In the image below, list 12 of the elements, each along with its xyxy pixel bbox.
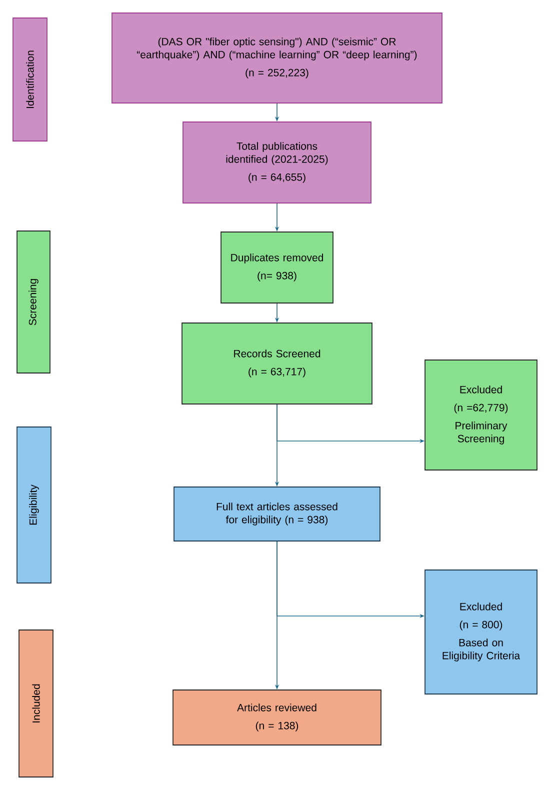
stage-band: Included (18, 630, 54, 778)
process-box: Records Screened (n = 63,717) (182, 322, 372, 404)
process-box: (DAS OR "fiber optic sensing") AND (“seismic” OR “earthquake”) AND (“machine learning” OR “deep learning”) (n = 252,223) (112, 12, 442, 104)
process-box: Duplicates removed (n= 938) (220, 232, 334, 304)
process-box: Total publications identified (2021-2025) (n = 64,655) (182, 122, 372, 204)
stage-band: Screening (16, 230, 50, 374)
process-box: Articles reviewed (n = 138) (172, 690, 382, 746)
exclusion-box: Excluded (n = 800) Based on Eligibility Criteria (424, 570, 538, 694)
exclusion-box: Excluded (n =62,779) Preliminary Screening (424, 360, 538, 470)
stage-band: Identification (12, 18, 48, 142)
process-box: Full text articles assessed for eligibility (n = 938) (174, 486, 380, 542)
stage-band: Eligibility (16, 426, 52, 584)
